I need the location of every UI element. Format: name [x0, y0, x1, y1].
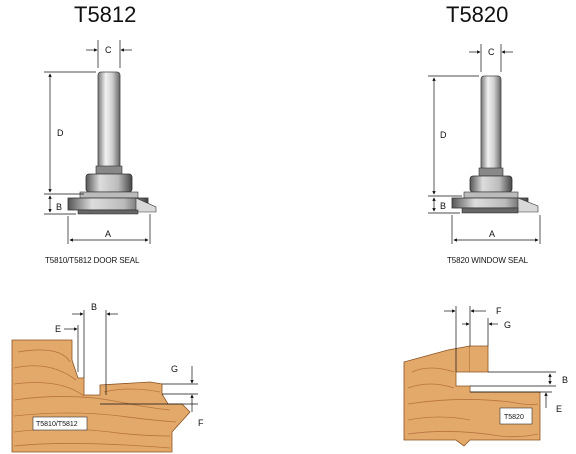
- dim-label-a-left: A: [105, 229, 111, 239]
- dim-label-g-left-profile: G: [171, 364, 178, 374]
- router-bit-right: [451, 75, 539, 214]
- dim-label-b-left: B: [56, 202, 62, 212]
- dim-label-f-right-profile: F: [496, 306, 502, 316]
- dim-label-b-right: B: [440, 201, 446, 211]
- dim-label-e-left-profile: E: [55, 324, 61, 334]
- router-bit-left: [67, 71, 157, 215]
- wood-profile-right: [403, 345, 541, 447]
- wood-profile-left: [11, 339, 191, 453]
- dim-label-d-right: D: [440, 130, 447, 140]
- profile-tag-right: T5820: [504, 414, 524, 421]
- dimension-lines-right-profile: [444, 306, 556, 408]
- title-right: T5820: [446, 2, 509, 27]
- dim-label-e-right-profile: E: [556, 404, 562, 414]
- dimension-lines-left-profile: [64, 310, 198, 412]
- dim-label-f-left-profile: F: [198, 418, 204, 428]
- dimension-lines-left-bit: [44, 40, 151, 244]
- dim-label-d-left: D: [57, 128, 64, 138]
- title-left: T5812: [74, 2, 137, 27]
- dimension-lines-right-bit: [428, 44, 541, 244]
- dim-label-c-left: C: [105, 45, 112, 55]
- caption-left: T5810/T5812 DOOR SEAL: [45, 256, 140, 265]
- dim-label-a-right: A: [489, 229, 495, 239]
- profile-tag-left: T5810/T5812: [36, 421, 78, 428]
- dim-label-g-right-profile: G: [504, 320, 511, 330]
- caption-right: T5820 WINDOW SEAL: [447, 256, 528, 265]
- dim-label-c-right: C: [488, 47, 495, 57]
- dim-label-b-left-profile: B: [91, 302, 97, 312]
- dim-label-b-right-profile: B: [562, 375, 568, 385]
